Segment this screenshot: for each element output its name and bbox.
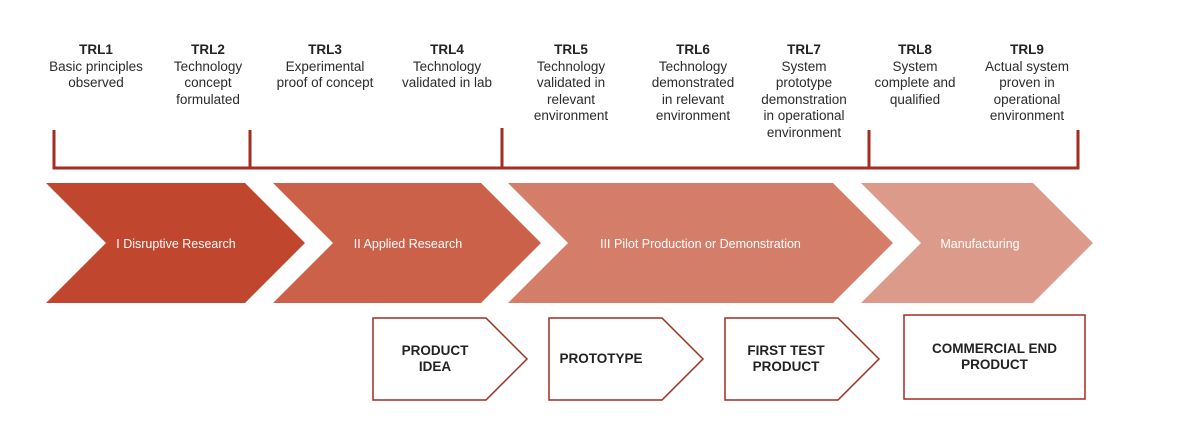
stage-label-product-idea: PRODUCT IDEA [401,343,469,374]
stage-box-commercial-end-product [903,314,1086,400]
stage-box-product-idea [372,317,529,401]
trl-description: Actual system proven in operational envi… [984,58,1070,124]
phase-chevron-3 [508,183,893,303]
trl-description: System prototype demonstration in operat… [761,58,847,140]
trl-description: Technology demonstrated in relevant envi… [651,58,735,124]
trl-code: TRL1 [79,42,113,57]
trl-code: TRL6 [676,42,710,57]
phase-label-manufacturing: Manufacturing [940,237,1020,251]
trl-1-label: TRL1 Basic principles observed [37,42,155,92]
stage-box-first-test-product [724,317,881,401]
trl-code: TRL5 [554,42,588,57]
trl-code: TRL9 [1010,42,1044,57]
phase-label-disruptive-research: I Disruptive Research [116,237,236,251]
trl-code: TRL2 [191,42,225,57]
trl-7-label: TRL7 System prototype demonstration in o… [745,42,863,141]
trl-2-label: TRL2 Technology concept formulated [149,42,267,108]
trl-code: TRL4 [430,42,464,57]
trl-description: Experimental proof of concept [276,58,374,91]
trl-5-label: TRL5 Technology validated in relevant en… [512,42,630,125]
stage-boxes [372,314,1086,401]
phase-chevron-2 [273,183,541,303]
trl-description: System complete and qualified [874,58,956,107]
trl-code: TRL3 [308,42,342,57]
trl-code: TRL8 [898,42,932,57]
trl-description: Basic principles observed [49,58,143,91]
trl-description: Technology validated in lab [401,58,493,91]
bracket-line [52,130,1080,170]
stage-label-prototype: PROTOTYPE [559,351,643,366]
trl-3-label: TRL3 Experimental proof of concept [266,42,384,92]
trl-description: Technology validated in relevant environ… [533,58,609,124]
trl-code: TRL7 [787,42,821,57]
trl-description: Technology concept formulated [173,58,243,107]
trl-9-label: TRL9 Actual system proven in operational… [968,42,1086,125]
trl-4-label: TRL4 Technology validated in lab [388,42,506,92]
trl-brackets [52,128,1080,170]
phase-label-pilot-production: III Pilot Production or Demonstration [600,237,801,251]
stage-label-first-test-product: FIRST TEST PRODUCT [747,343,825,374]
trl-8-label: TRL8 System complete and qualified [856,42,974,108]
trl-6-label: TRL6 Technology demonstrated in relevant… [634,42,752,125]
phase-label-applied-research: II Applied Research [353,237,463,251]
phase-chevron-1 [46,183,305,303]
phase-chevron-4 [861,183,1093,303]
stage-box-prototype [548,317,705,401]
stage-label-commercial-end-product: COMMERCIAL END PRODUCT [931,341,1057,372]
